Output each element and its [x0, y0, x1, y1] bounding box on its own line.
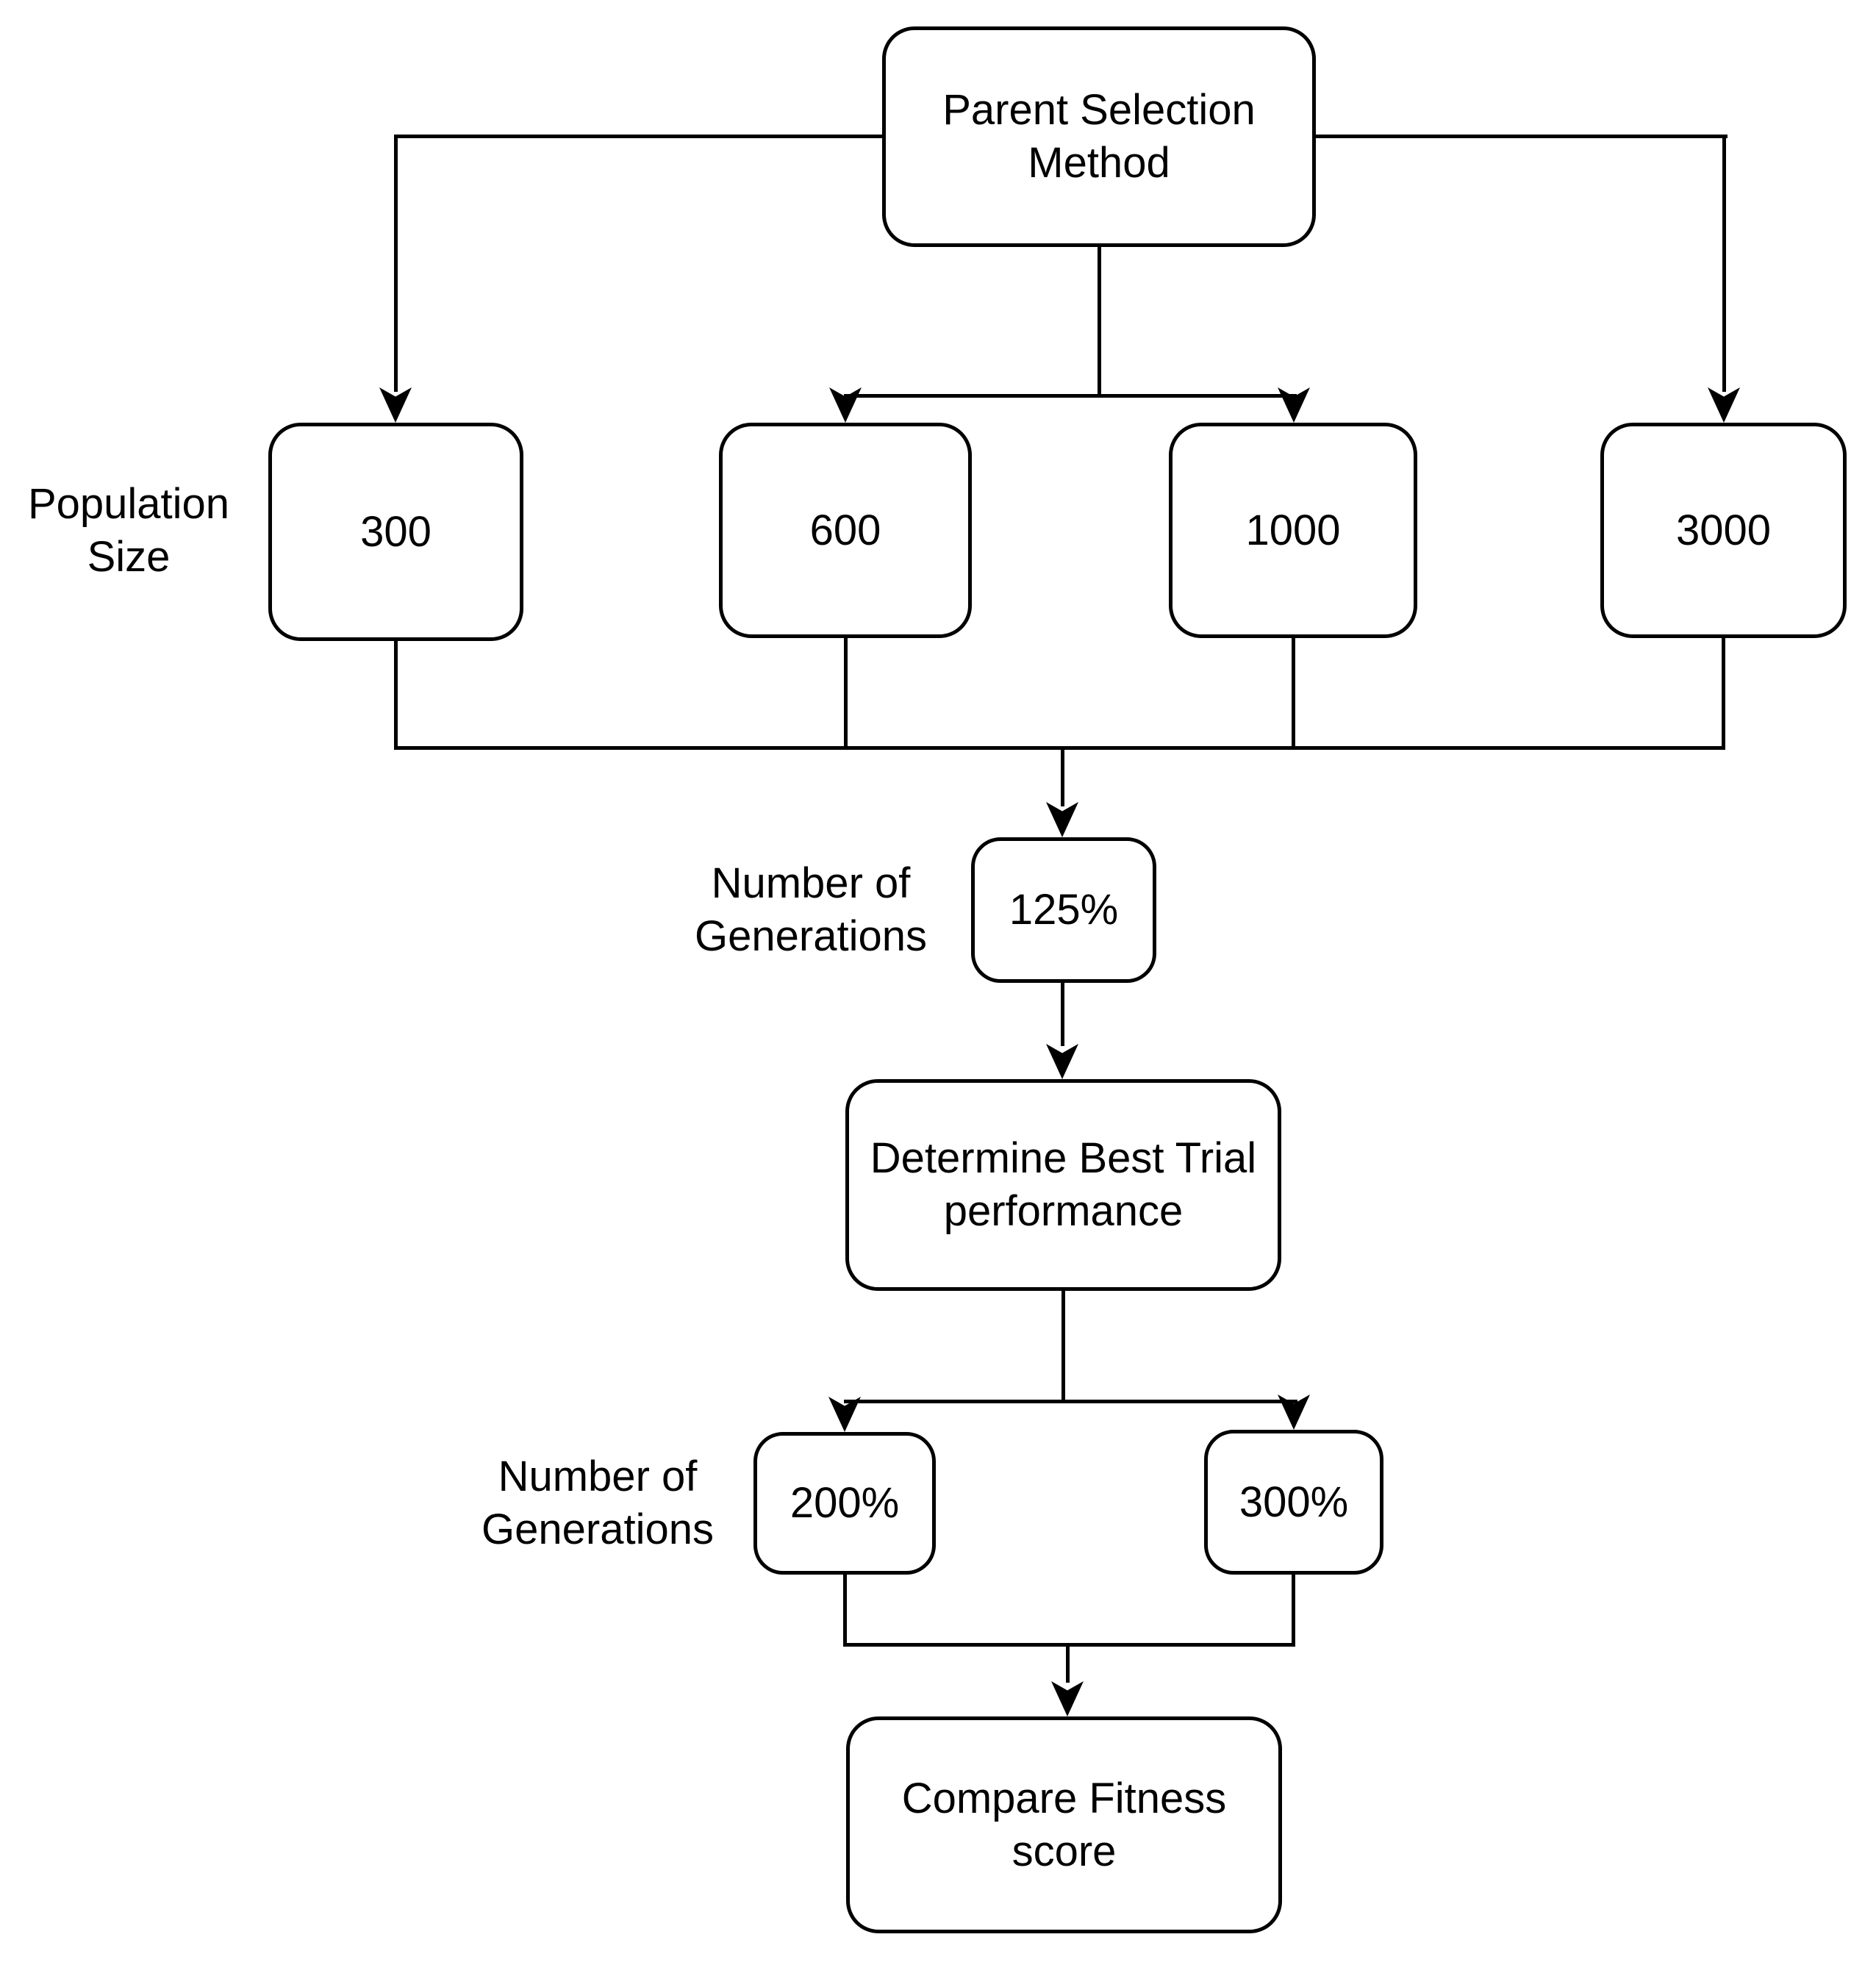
node-generations-200-percent: 200% — [753, 1432, 936, 1575]
node-generations-125-percent: 125% — [971, 837, 1156, 983]
arrow-down-icon — [1046, 1044, 1078, 1079]
arrow-down-icon — [1051, 1681, 1084, 1716]
node-parent-selection-method: Parent Selection Method — [882, 26, 1316, 247]
connector-200-down — [843, 1573, 847, 1646]
connector-merge-to-compare — [1066, 1643, 1070, 1683]
connector-determine-bottom-vertical — [1061, 1289, 1065, 1401]
connector-merge-bar-population — [394, 746, 1725, 750]
connector-300pct-down — [1292, 1573, 1295, 1646]
connector-split-bar-600-1000 — [844, 394, 1297, 398]
connector-parent-to-300-horizontal — [394, 135, 884, 138]
connector-300-down — [394, 639, 398, 749]
connector-600-down — [844, 637, 848, 749]
label-number-of-generations-1: Number of Generations — [695, 859, 927, 960]
arrow-down-icon — [1046, 802, 1078, 837]
arrow-down-icon — [829, 387, 862, 423]
connector-merge-to-125 — [1061, 746, 1064, 806]
node-generations-300-percent: 300% — [1204, 1430, 1383, 1575]
connector-parent-to-3000-vertical — [1722, 135, 1726, 392]
node-population-300: 300 — [268, 423, 523, 641]
connector-3000-down — [1722, 637, 1725, 749]
connector-parent-bottom-vertical — [1098, 246, 1101, 397]
label-population-size: Population Size — [27, 480, 230, 581]
connector-125-to-determine — [1061, 981, 1064, 1046]
connector-parent-to-300-vertical — [394, 135, 398, 392]
connector-1000-down — [1292, 637, 1295, 749]
node-population-3000: 3000 — [1600, 423, 1847, 638]
node-compare-fitness-score: Compare Fitness score — [846, 1716, 1282, 1933]
arrow-down-icon — [379, 387, 412, 423]
node-determine-best-trial-performance: Determine Best Trial performance — [845, 1079, 1281, 1291]
node-population-600: 600 — [719, 423, 972, 638]
connector-parent-to-3000-horizontal — [1314, 135, 1728, 138]
connector-split-bar-200-300 — [844, 1400, 1297, 1403]
arrow-down-icon — [1708, 387, 1740, 423]
arrow-down-icon — [1278, 387, 1310, 423]
node-population-1000: 1000 — [1169, 423, 1417, 638]
label-number-of-generations-2: Number of Generations — [481, 1453, 714, 1553]
